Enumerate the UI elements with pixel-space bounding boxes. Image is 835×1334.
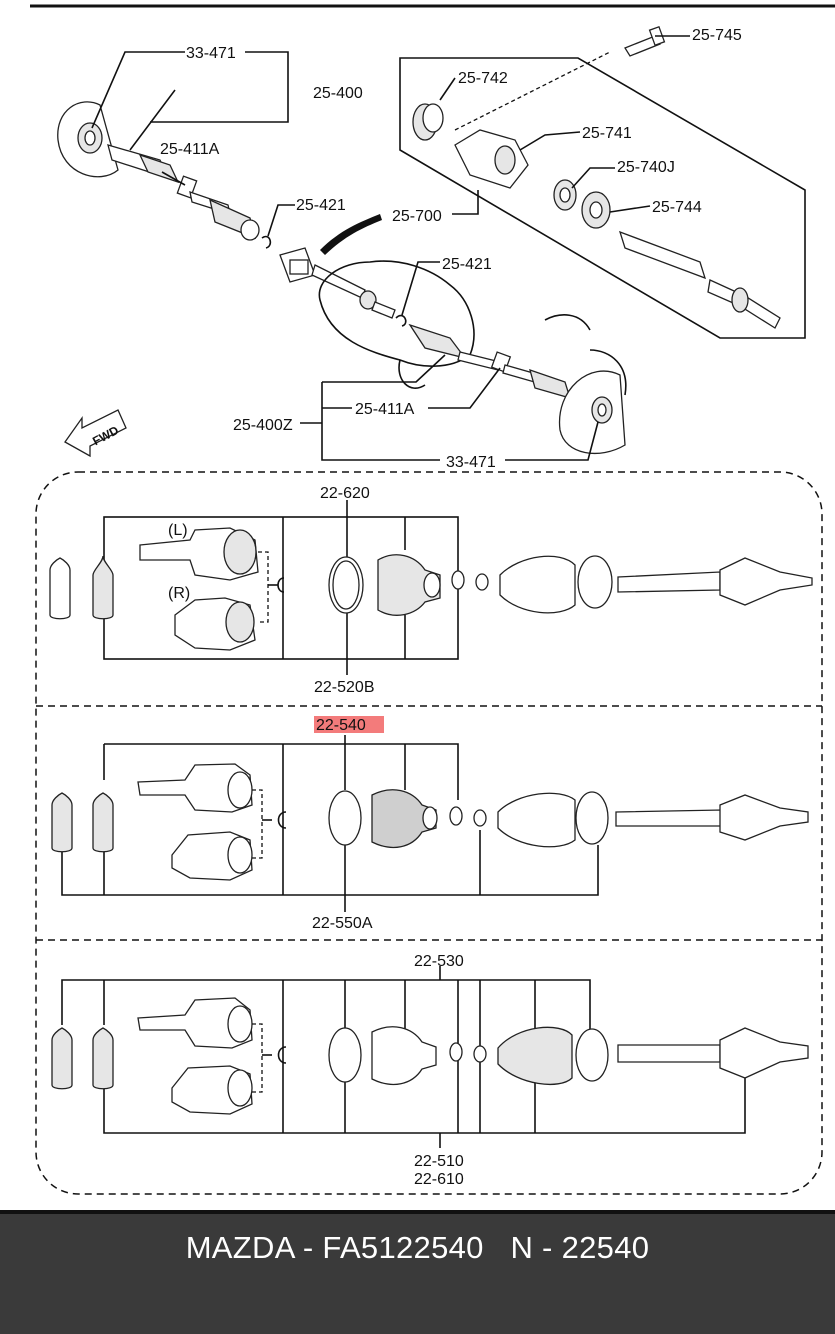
callout-22-510: 22-510 bbox=[414, 1153, 464, 1170]
callout-33-471-bottom: 33-471 bbox=[446, 454, 496, 471]
callout-25-741: 25-741 bbox=[582, 125, 632, 142]
callout-25-400: 25-400 bbox=[313, 85, 363, 102]
section-22-620 bbox=[49, 500, 813, 675]
callout-22-530: 22-530 bbox=[414, 953, 464, 970]
side-label-left: (L) bbox=[168, 522, 188, 539]
parts-diagram: FWD 33-471 25-400 25-411A 25-421 25-421 … bbox=[30, 4, 835, 1195]
callout-25-744: 25-744 bbox=[652, 199, 702, 216]
callout-22-620: 22-620 bbox=[320, 485, 370, 502]
breakdown-panel bbox=[35, 471, 823, 1195]
callout-25-421-a: 25-421 bbox=[296, 197, 346, 214]
callout-25-742: 25-742 bbox=[458, 70, 508, 87]
section-22-540 bbox=[51, 716, 809, 912]
part-number-text: MAZDA - FA5122540 N - 22540 bbox=[185, 1230, 650, 1265]
callout-22-520b: 22-520B bbox=[314, 679, 375, 696]
callout-25-740j: 25-740J bbox=[617, 159, 675, 176]
highlight-22-540 bbox=[314, 716, 384, 733]
callout-25-745: 25-745 bbox=[692, 27, 742, 44]
drive-shaft-assembly-drawing bbox=[57, 25, 806, 461]
callout-22-610: 22-610 bbox=[414, 1171, 464, 1188]
callout-25-411a-top: 25-411A bbox=[160, 141, 220, 158]
callout-22-540: 22-540 bbox=[316, 717, 366, 734]
callout-25-421-b: 25-421 bbox=[442, 256, 492, 273]
callout-25-700: 25-700 bbox=[392, 208, 442, 225]
callout-22-550a: 22-550A bbox=[312, 915, 373, 932]
callout-25-411a-bottom: 25-411A bbox=[355, 401, 415, 418]
side-label-right: (R) bbox=[168, 585, 190, 602]
callout-25-400z: 25-400Z bbox=[233, 417, 293, 434]
part-number-banner: MAZDA - FA5122540 N - 22540 bbox=[0, 1210, 835, 1334]
section-22-530 bbox=[51, 966, 809, 1148]
callout-33-471-top: 33-471 bbox=[186, 45, 236, 62]
